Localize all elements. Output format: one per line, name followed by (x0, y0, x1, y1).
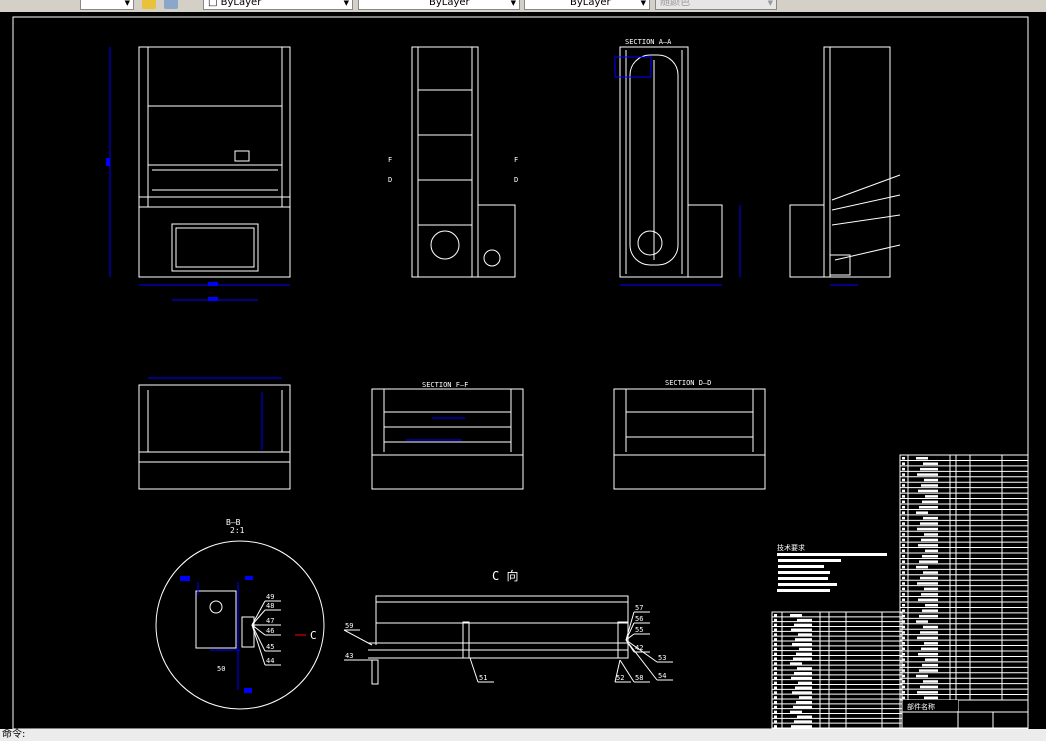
detail-bb-scale: 2:1 (230, 526, 245, 535)
front-view (106, 46, 291, 301)
section-aa-view: SECTION A—A (614, 38, 741, 286)
command-prompt: 命令: (2, 729, 26, 740)
part-number-label: 53 (658, 654, 666, 662)
part-number-label: 42 (635, 644, 643, 652)
color-combo[interactable]: □ ByLayer▼ (203, 0, 353, 10)
part-number-label: 49 (266, 593, 274, 601)
technical-requirements: 技术要求 (777, 543, 887, 592)
part-number-label: 57 (635, 604, 643, 612)
part-number-label: 59 (345, 622, 353, 630)
cut-label-f-left: F (388, 156, 392, 164)
section-dd-view: SECTION D—D (613, 379, 766, 490)
drawing-canvas[interactable]: F F D D SECTION A—A SECTION F—F (0, 12, 1046, 729)
part-number-label: 43 (345, 652, 353, 660)
title-block-table (899, 454, 1029, 729)
title-block-name: 部件名称 (907, 702, 935, 711)
part-number-label: 55 (635, 626, 643, 634)
part-number-label: 52 (616, 674, 624, 682)
part-number-label: 45 (266, 643, 274, 651)
part-number-label: 58 (635, 674, 643, 682)
view-c: C 向 57 56 55 42 53 54 52 58 51 59 43 (343, 568, 673, 685)
linetype-combo-value: ByLayer (429, 0, 470, 8)
view-c-marker: C (310, 629, 317, 642)
lineweight-combo-value: ByLayer (570, 0, 611, 8)
detail-bb-title: B—B (226, 518, 241, 527)
section-ff-title: SECTION F—F (422, 381, 468, 389)
part-number-label: 54 (658, 672, 666, 680)
properties-toolbar: ▼ □ ByLayer▼ ByLayer▼ ByLayer▼ 随颜色▼ (0, 0, 1046, 12)
prev-combo-dropdown[interactable]: ▼ (80, 0, 134, 10)
section-dd-title: SECTION D—D (665, 379, 711, 387)
part-number-label: 46 (266, 627, 274, 635)
part-number-label: 48 (266, 602, 274, 610)
cut-label-d-right: D (514, 176, 518, 184)
layer-states-icon[interactable] (142, 0, 156, 9)
chevron-down-icon: ▼ (124, 0, 130, 7)
lineweight-combo[interactable]: ByLayer ▼ (524, 0, 650, 10)
part-number-label: 50 (217, 665, 225, 673)
cut-label-d-left: D (388, 176, 392, 184)
chevron-down-icon: ▼ (343, 0, 349, 7)
right-view (789, 46, 901, 286)
top-view (138, 377, 291, 490)
cut-label-f-right: F (514, 156, 518, 164)
drawing-frame (12, 16, 1029, 729)
side-view: F F D D (388, 46, 518, 278)
color-combo-value: ByLayer (220, 0, 262, 8)
part-number-label: 51 (479, 674, 487, 682)
section-aa-title: SECTION A—A (625, 38, 672, 46)
part-number-label: 47 (266, 617, 274, 625)
part-number-label: 56 (635, 615, 643, 623)
plotstyle-combo[interactable]: 随颜色 ▼ (655, 0, 777, 10)
plotstyle-combo-value: 随颜色 (660, 0, 690, 8)
parts-list-table (771, 611, 903, 729)
view-c-title: C 向 (492, 568, 518, 583)
section-ff-view: SECTION F—F (371, 381, 524, 490)
tech-req-title: 技术要求 (777, 543, 805, 552)
chevron-down-icon: ▼ (510, 0, 516, 7)
chevron-down-icon: ▼ (767, 0, 773, 7)
command-line[interactable]: 命令: (0, 729, 1046, 741)
linetype-combo[interactable]: ByLayer ▼ (358, 0, 520, 10)
part-number-label: 44 (266, 657, 274, 665)
chevron-down-icon: ▼ (640, 0, 646, 7)
layers-icon[interactable] (164, 0, 178, 9)
